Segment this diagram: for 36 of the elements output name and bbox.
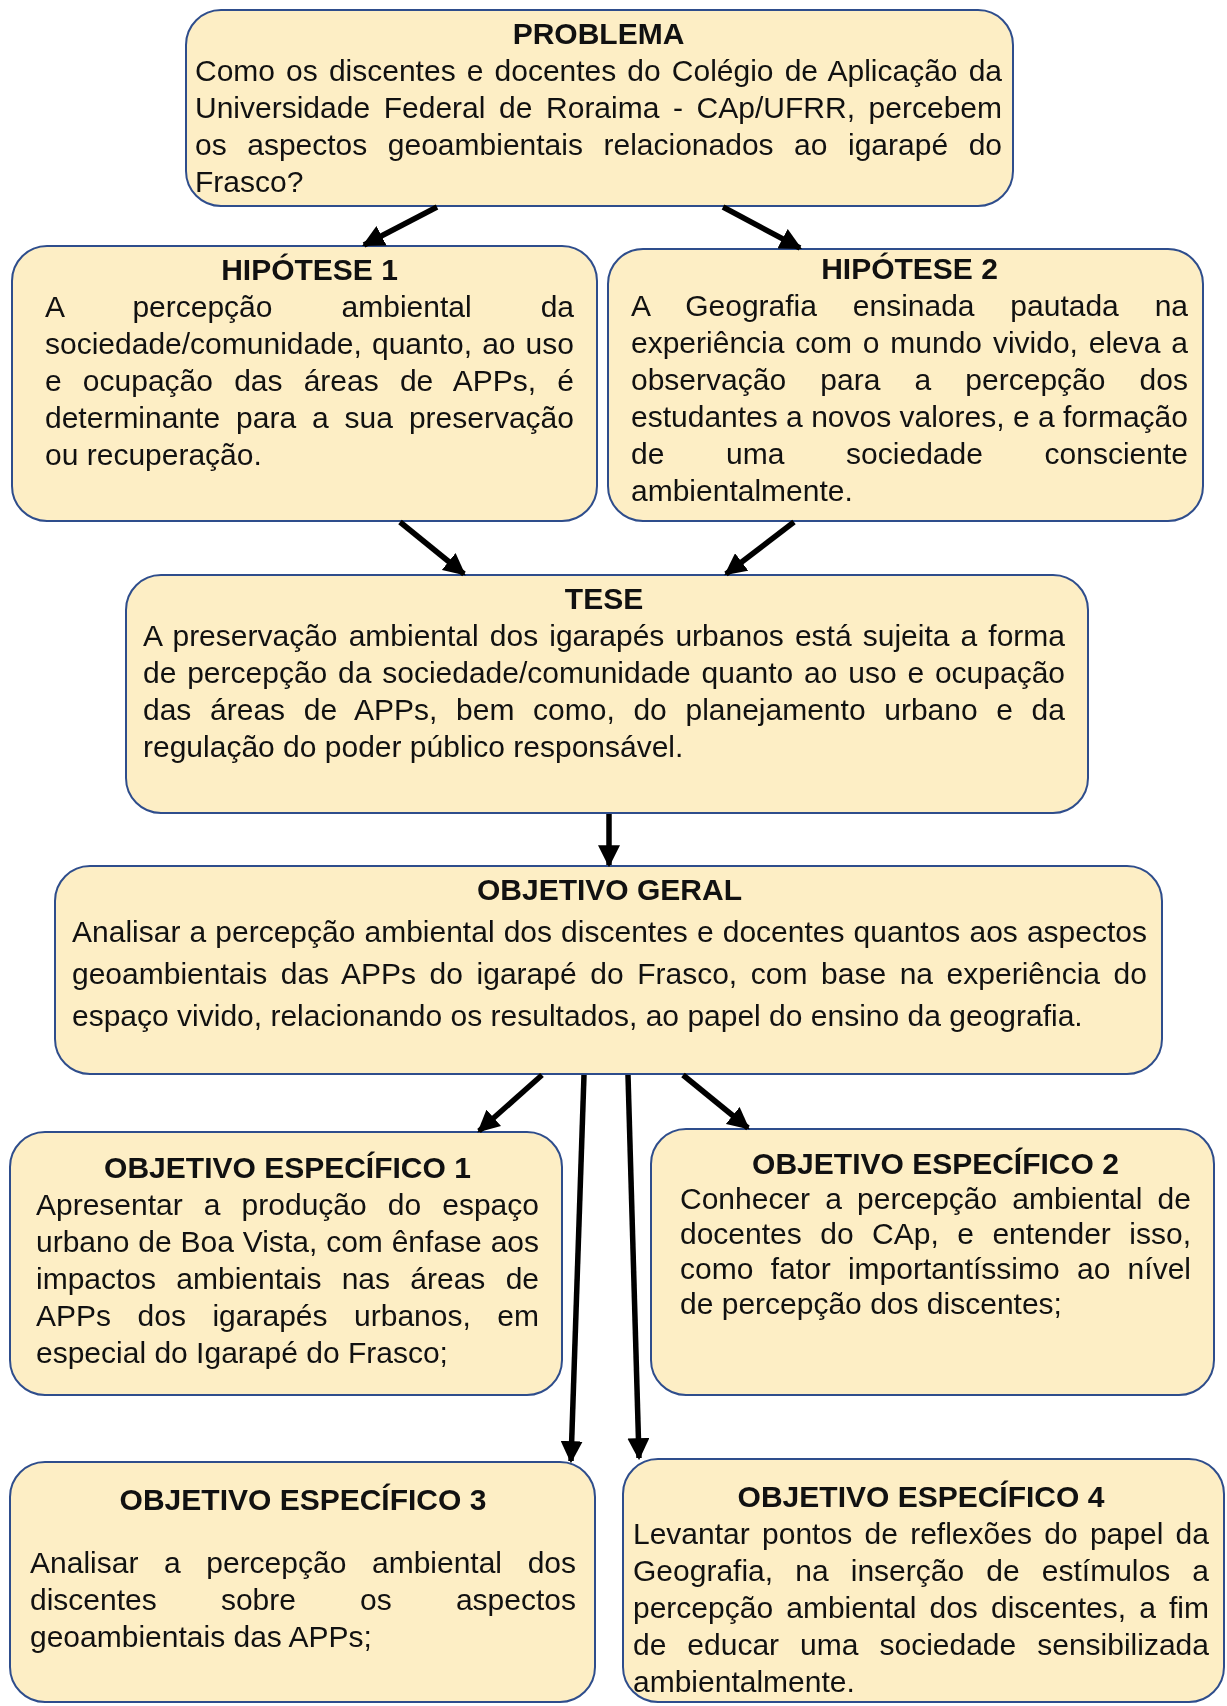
rounded-box — [622, 1458, 1225, 1703]
rounded-box — [9, 1131, 563, 1396]
box-heading: OBJETIVO ESPECÍFICO 4 — [736, 1479, 1106, 1515]
arrow — [681, 1072, 750, 1131]
box-text: A preservação ambiental dos igarapés urbanos está sujeita a forma de percepção da sociedade/comunidade quanto ao uso e ocupação das áreas de APPs, bem como, do planejamento urbano e da regulação do poder público responsável. — [143, 618, 1065, 765]
arrow — [560, 1074, 587, 1464]
box-text: Analisar a percepção ambiental dos discentes e docentes quantos aos aspectos geoambientais das APPs do igarapé do Frasco, com base na experiência do espaço vivido, relacionando os resultados, ao papel do ensino da geografia. — [72, 914, 1147, 1034]
arrow — [362, 204, 439, 248]
box-heading: OBJETIVO ESPECÍFICO 2 — [751, 1146, 1120, 1181]
rounded-box — [185, 9, 1014, 207]
box-text: Analisar a percepção ambiental dos discentes sobre os aspectos geoambientais das APPs; — [30, 1545, 576, 1655]
box-text: A Geografia ensinada pautada na experiência com o mundo vivido, eleva a observação para a percepção dos estudantes a novos valores, e a formação de uma sociedade consciente ambientalmente. — [631, 288, 1188, 509]
box-text: Como os discentes e docentes do Colégio de Aplicação da Universidade Federal de Roraima - CAp/UFRR, percebem os aspectos geoambientais relacionados ao igarapé do Frasco? — [195, 53, 1002, 200]
arrow — [598, 814, 620, 868]
arrow — [625, 1074, 650, 1461]
arrow — [477, 1072, 544, 1134]
arrow — [398, 519, 466, 577]
rounded-box — [11, 245, 598, 522]
rounded-box — [650, 1128, 1215, 1396]
rounded-box — [125, 574, 1089, 814]
arrow — [721, 204, 802, 251]
box-heading: OBJETIVO GERAL — [475, 872, 743, 908]
rounded-box — [54, 865, 1163, 1075]
box-heading: TESE — [563, 581, 645, 617]
box-heading: OBJETIVO ESPECÍFICO 3 — [118, 1482, 488, 1518]
arrow — [724, 519, 796, 577]
box-heading: HIPÓTESE 2 — [820, 251, 999, 287]
box-text: Levantar pontos de reflexões do papel da Geografia, na inserção de estímulos a percepção ambiental dos discentes, a fim de educar uma sociedade sensibilizada ambientalmente. — [633, 1516, 1209, 1700]
box-text: A percepção ambiental da sociedade/comunidade, quanto, ao uso e ocupação das áreas de APPs, é determinante para a sua preservação ou recuperação. — [45, 289, 574, 473]
box-text: Conhecer a percepção ambiental de docentes do CAp, e entender isso, como fator importantíssimo ao nível de percepção dos discentes; — [680, 1181, 1191, 1321]
box-heading: PROBLEMA — [511, 16, 686, 52]
box-text: Apresentar a produção do espaço urbano de Boa Vista, com ênfase aos impactos ambientais nas áreas de APPs dos igarapés urbanos, em especial do Igarapé do Frasco; — [36, 1187, 539, 1371]
rounded-box — [9, 1461, 596, 1703]
rounded-box — [607, 248, 1204, 522]
box-heading: HIPÓTESE 1 — [220, 252, 399, 288]
box-heading: OBJETIVO ESPECÍFICO 1 — [103, 1150, 472, 1186]
